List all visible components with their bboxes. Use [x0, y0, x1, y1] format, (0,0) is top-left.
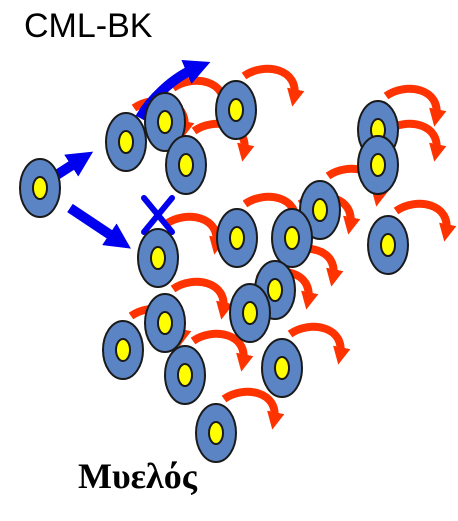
cell-icon: [357, 135, 399, 195]
cell-icon: [261, 338, 303, 398]
self-renewal-arrow-icon: [190, 329, 254, 372]
cell-icon: [195, 403, 237, 463]
differentiation-arrow-icon: [135, 60, 211, 121]
self-renewal-arrow-icon: [241, 64, 305, 107]
self-renewal-arrow-icon: [221, 387, 285, 430]
differentiation-arrow-icon: [67, 203, 131, 249]
self-renewal-arrow-icon: [287, 322, 351, 365]
self-renewal-arrow-icon: [383, 84, 447, 127]
cell-icon: [105, 112, 147, 172]
block-x-icon: [141, 195, 175, 235]
cell-icon: [216, 208, 258, 268]
diagram-title: CML-BK: [24, 7, 153, 45]
cell-icon: [215, 80, 257, 140]
differentiation-arrows: [52, 60, 211, 249]
self-renewal-arrow-icon: [170, 277, 234, 320]
cell-icon: [137, 228, 179, 288]
cell-icon: [367, 215, 409, 275]
cells: [19, 80, 409, 463]
cell-icon: [102, 320, 144, 380]
self-renewal-arrow-icon: [393, 199, 457, 242]
cell-icon: [271, 208, 313, 268]
bone-marrow-caption: Μυελός: [78, 456, 197, 496]
differentiation-arrow-icon: [52, 151, 94, 181]
cell-icon: [144, 293, 186, 353]
cell-icon: [144, 92, 186, 152]
normal-stem-cell-icon: [19, 158, 61, 218]
cell-icon: [229, 283, 271, 343]
cell-icon: [165, 135, 207, 195]
cell-icon: [164, 345, 206, 405]
